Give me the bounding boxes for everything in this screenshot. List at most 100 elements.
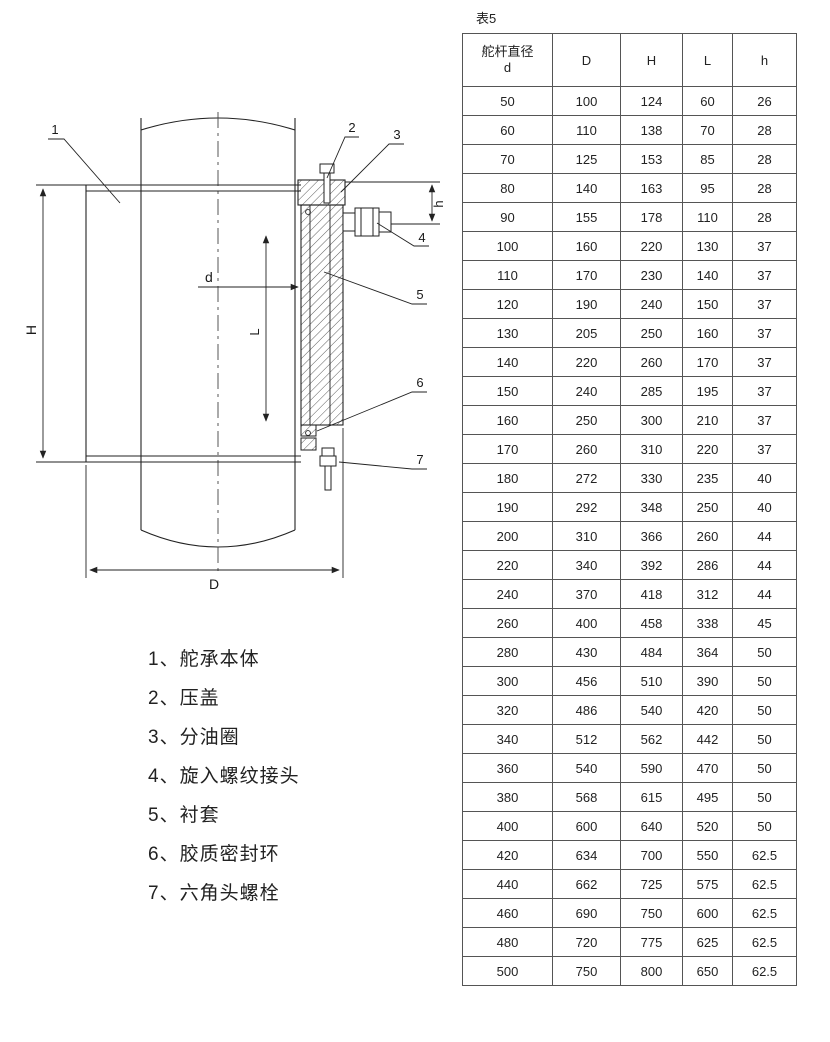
table-cell: 50 bbox=[732, 782, 797, 812]
col-header-stem-diameter: 舵杆直径 d bbox=[462, 33, 553, 87]
table-cell: 50 bbox=[732, 753, 797, 783]
table-cell: 70 bbox=[462, 144, 553, 174]
table-cell: 260 bbox=[682, 521, 733, 551]
table-cell: 44 bbox=[732, 550, 797, 580]
table-cell: 312 bbox=[682, 579, 733, 609]
table-cell: 220 bbox=[552, 347, 621, 377]
table-cell: 640 bbox=[620, 811, 683, 841]
table-cell: 470 bbox=[682, 753, 733, 783]
dim-label-L: L bbox=[247, 328, 262, 335]
table-cell: 100 bbox=[462, 231, 553, 261]
table-cell: 110 bbox=[552, 115, 621, 145]
legend-item: 5、衬套 bbox=[148, 805, 220, 826]
table-cell: 568 bbox=[552, 782, 621, 812]
table-cell: 50 bbox=[732, 637, 797, 667]
dim-label-d: d bbox=[205, 269, 213, 285]
table-cell: 364 bbox=[682, 637, 733, 667]
table-cell: 250 bbox=[620, 318, 683, 348]
dim-label-D: D bbox=[209, 576, 219, 592]
threaded-fitting bbox=[342, 207, 392, 237]
table-cell: 50 bbox=[732, 695, 797, 725]
table-cell: 90 bbox=[462, 202, 553, 232]
table-cell: 390 bbox=[682, 666, 733, 696]
part-label-6: 6 bbox=[416, 375, 423, 390]
table-cell: 250 bbox=[682, 492, 733, 522]
col-header-stem-diameter-label: 舵杆直径 bbox=[481, 44, 534, 59]
table-cell: 720 bbox=[552, 927, 621, 957]
table-cell: 348 bbox=[620, 492, 683, 522]
part-label-2: 2 bbox=[348, 120, 355, 135]
table-cell: 150 bbox=[462, 376, 553, 406]
table-cell: 220 bbox=[682, 434, 733, 464]
table-cell: 220 bbox=[620, 231, 683, 261]
dim-H bbox=[36, 184, 86, 463]
table-cell: 292 bbox=[552, 492, 621, 522]
table-cell: 235 bbox=[682, 463, 733, 493]
table-cell: 300 bbox=[462, 666, 553, 696]
oil-hole-top bbox=[305, 209, 311, 215]
table-cell: 62.5 bbox=[732, 956, 797, 986]
col-header-H: H bbox=[620, 33, 683, 87]
table-cell: 430 bbox=[552, 637, 621, 667]
table-cell: 160 bbox=[552, 231, 621, 261]
table-cell: 50 bbox=[732, 724, 797, 754]
table-cell: 260 bbox=[462, 608, 553, 638]
table-cell: 330 bbox=[620, 463, 683, 493]
table-cell: 562 bbox=[620, 724, 683, 754]
table-cell: 600 bbox=[552, 811, 621, 841]
technical-drawing: H d L h D 1 2 3 4 5 6 7 bbox=[23, 112, 446, 592]
table-cell: 37 bbox=[732, 347, 797, 377]
seal-rings bbox=[300, 424, 317, 451]
table-cell: 484 bbox=[620, 637, 683, 667]
table-cell: 440 bbox=[462, 869, 553, 899]
table-cell: 60 bbox=[682, 86, 733, 116]
table-cell: 286 bbox=[682, 550, 733, 580]
legend-item: 7、六角头螺栓 bbox=[148, 883, 280, 904]
table-cell: 26 bbox=[732, 86, 797, 116]
table-cell: 50 bbox=[732, 666, 797, 696]
table-cell: 160 bbox=[682, 318, 733, 348]
table-cell: 163 bbox=[620, 173, 683, 203]
table-cell: 40 bbox=[732, 492, 797, 522]
table-cell: 190 bbox=[462, 492, 553, 522]
table-cell: 50 bbox=[732, 811, 797, 841]
table-cell: 40 bbox=[732, 463, 797, 493]
legend-item: 1、舵承本体 bbox=[148, 649, 260, 670]
table-cell: 500 bbox=[462, 956, 553, 986]
table-cell: 80 bbox=[462, 173, 553, 203]
table-cell: 130 bbox=[682, 231, 733, 261]
dim-D bbox=[85, 428, 344, 578]
table-cell: 590 bbox=[620, 753, 683, 783]
bushing-hatched bbox=[300, 204, 344, 426]
table-cell: 272 bbox=[552, 463, 621, 493]
table-cell: 195 bbox=[682, 376, 733, 406]
table-cell: 28 bbox=[732, 144, 797, 174]
table-cell: 392 bbox=[620, 550, 683, 580]
table-cell: 750 bbox=[552, 956, 621, 986]
table-cell: 540 bbox=[552, 753, 621, 783]
table-cell: 37 bbox=[732, 434, 797, 464]
dim-label-h: h bbox=[431, 200, 446, 207]
table-cell: 220 bbox=[462, 550, 553, 580]
table-cell: 240 bbox=[462, 579, 553, 609]
table-cell: 140 bbox=[552, 173, 621, 203]
table-cell: 178 bbox=[620, 202, 683, 232]
table-cell: 180 bbox=[462, 463, 553, 493]
table-cell: 190 bbox=[552, 289, 621, 319]
legend-item: 2、压盖 bbox=[148, 688, 220, 709]
table-cell: 95 bbox=[682, 173, 733, 203]
table-cell: 750 bbox=[620, 898, 683, 928]
table-cell: 200 bbox=[462, 521, 553, 551]
table-cell: 44 bbox=[732, 579, 797, 609]
